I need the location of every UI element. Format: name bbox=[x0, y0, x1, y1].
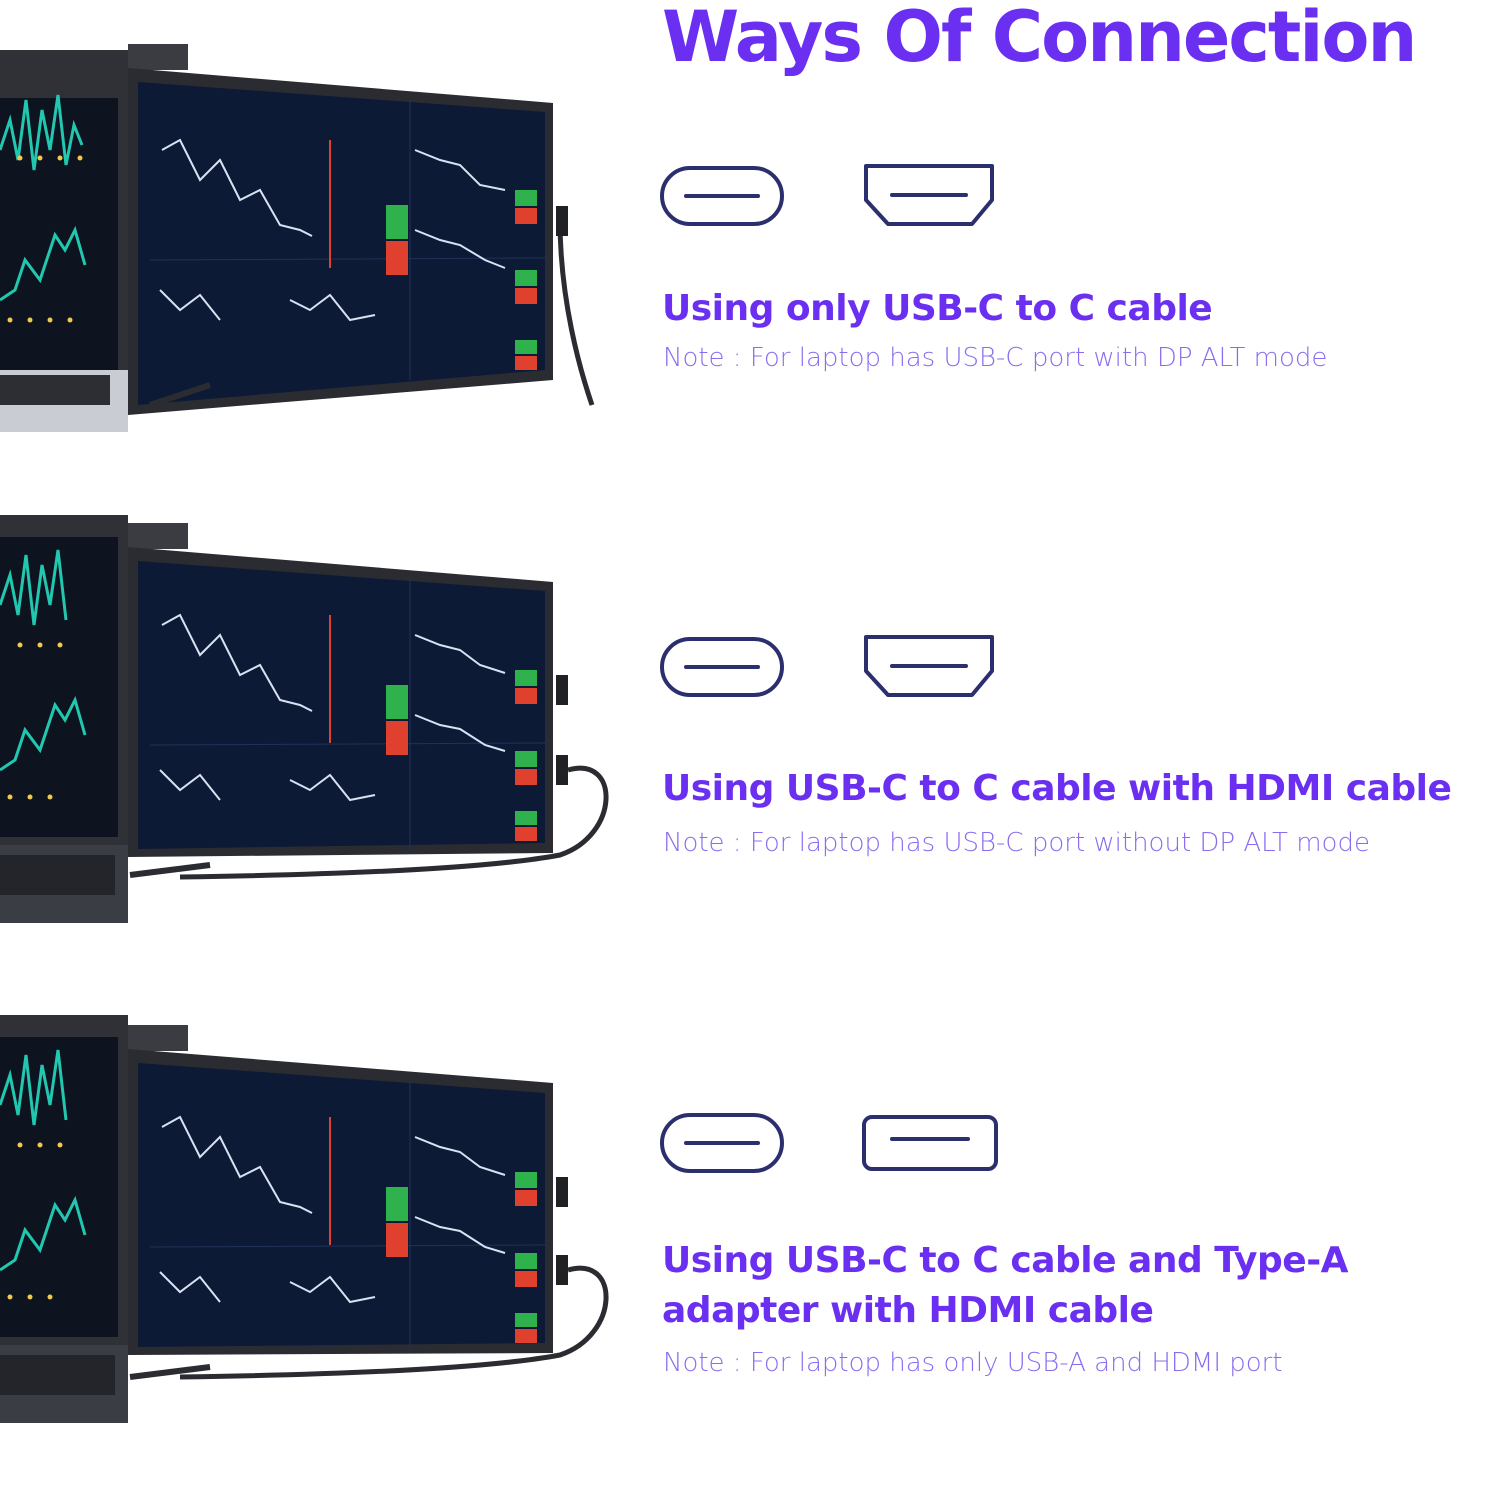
connection-note: Note : For laptop has only USB-A and HDM… bbox=[663, 1348, 1283, 1378]
laptop-with-monitor-image bbox=[0, 44, 595, 432]
laptop-with-monitor-image bbox=[0, 515, 609, 923]
usb-c-port-icon bbox=[660, 1113, 784, 1173]
connection-heading: Using USB-C to C cable with HDMI cable bbox=[662, 768, 1452, 809]
laptop-with-monitor-image bbox=[0, 1015, 609, 1423]
connection-heading: Using only USB-C to C cable bbox=[662, 288, 1213, 329]
page-title: Ways Of Connection bbox=[662, 0, 1417, 78]
connection-note: Note : For laptop has USB-C port without… bbox=[663, 828, 1370, 858]
usb-c-port-icon bbox=[660, 166, 784, 226]
usb-a-port-icon bbox=[862, 1115, 998, 1171]
connection-heading: Using USB-C to C cable and Type-A adapte… bbox=[662, 1240, 1349, 1331]
connection-note: Note : For laptop has USB-C port with DP… bbox=[663, 343, 1328, 373]
hdmi-port-icon bbox=[864, 635, 994, 697]
usb-c-port-icon bbox=[660, 637, 784, 697]
hdmi-port-icon bbox=[864, 164, 994, 226]
